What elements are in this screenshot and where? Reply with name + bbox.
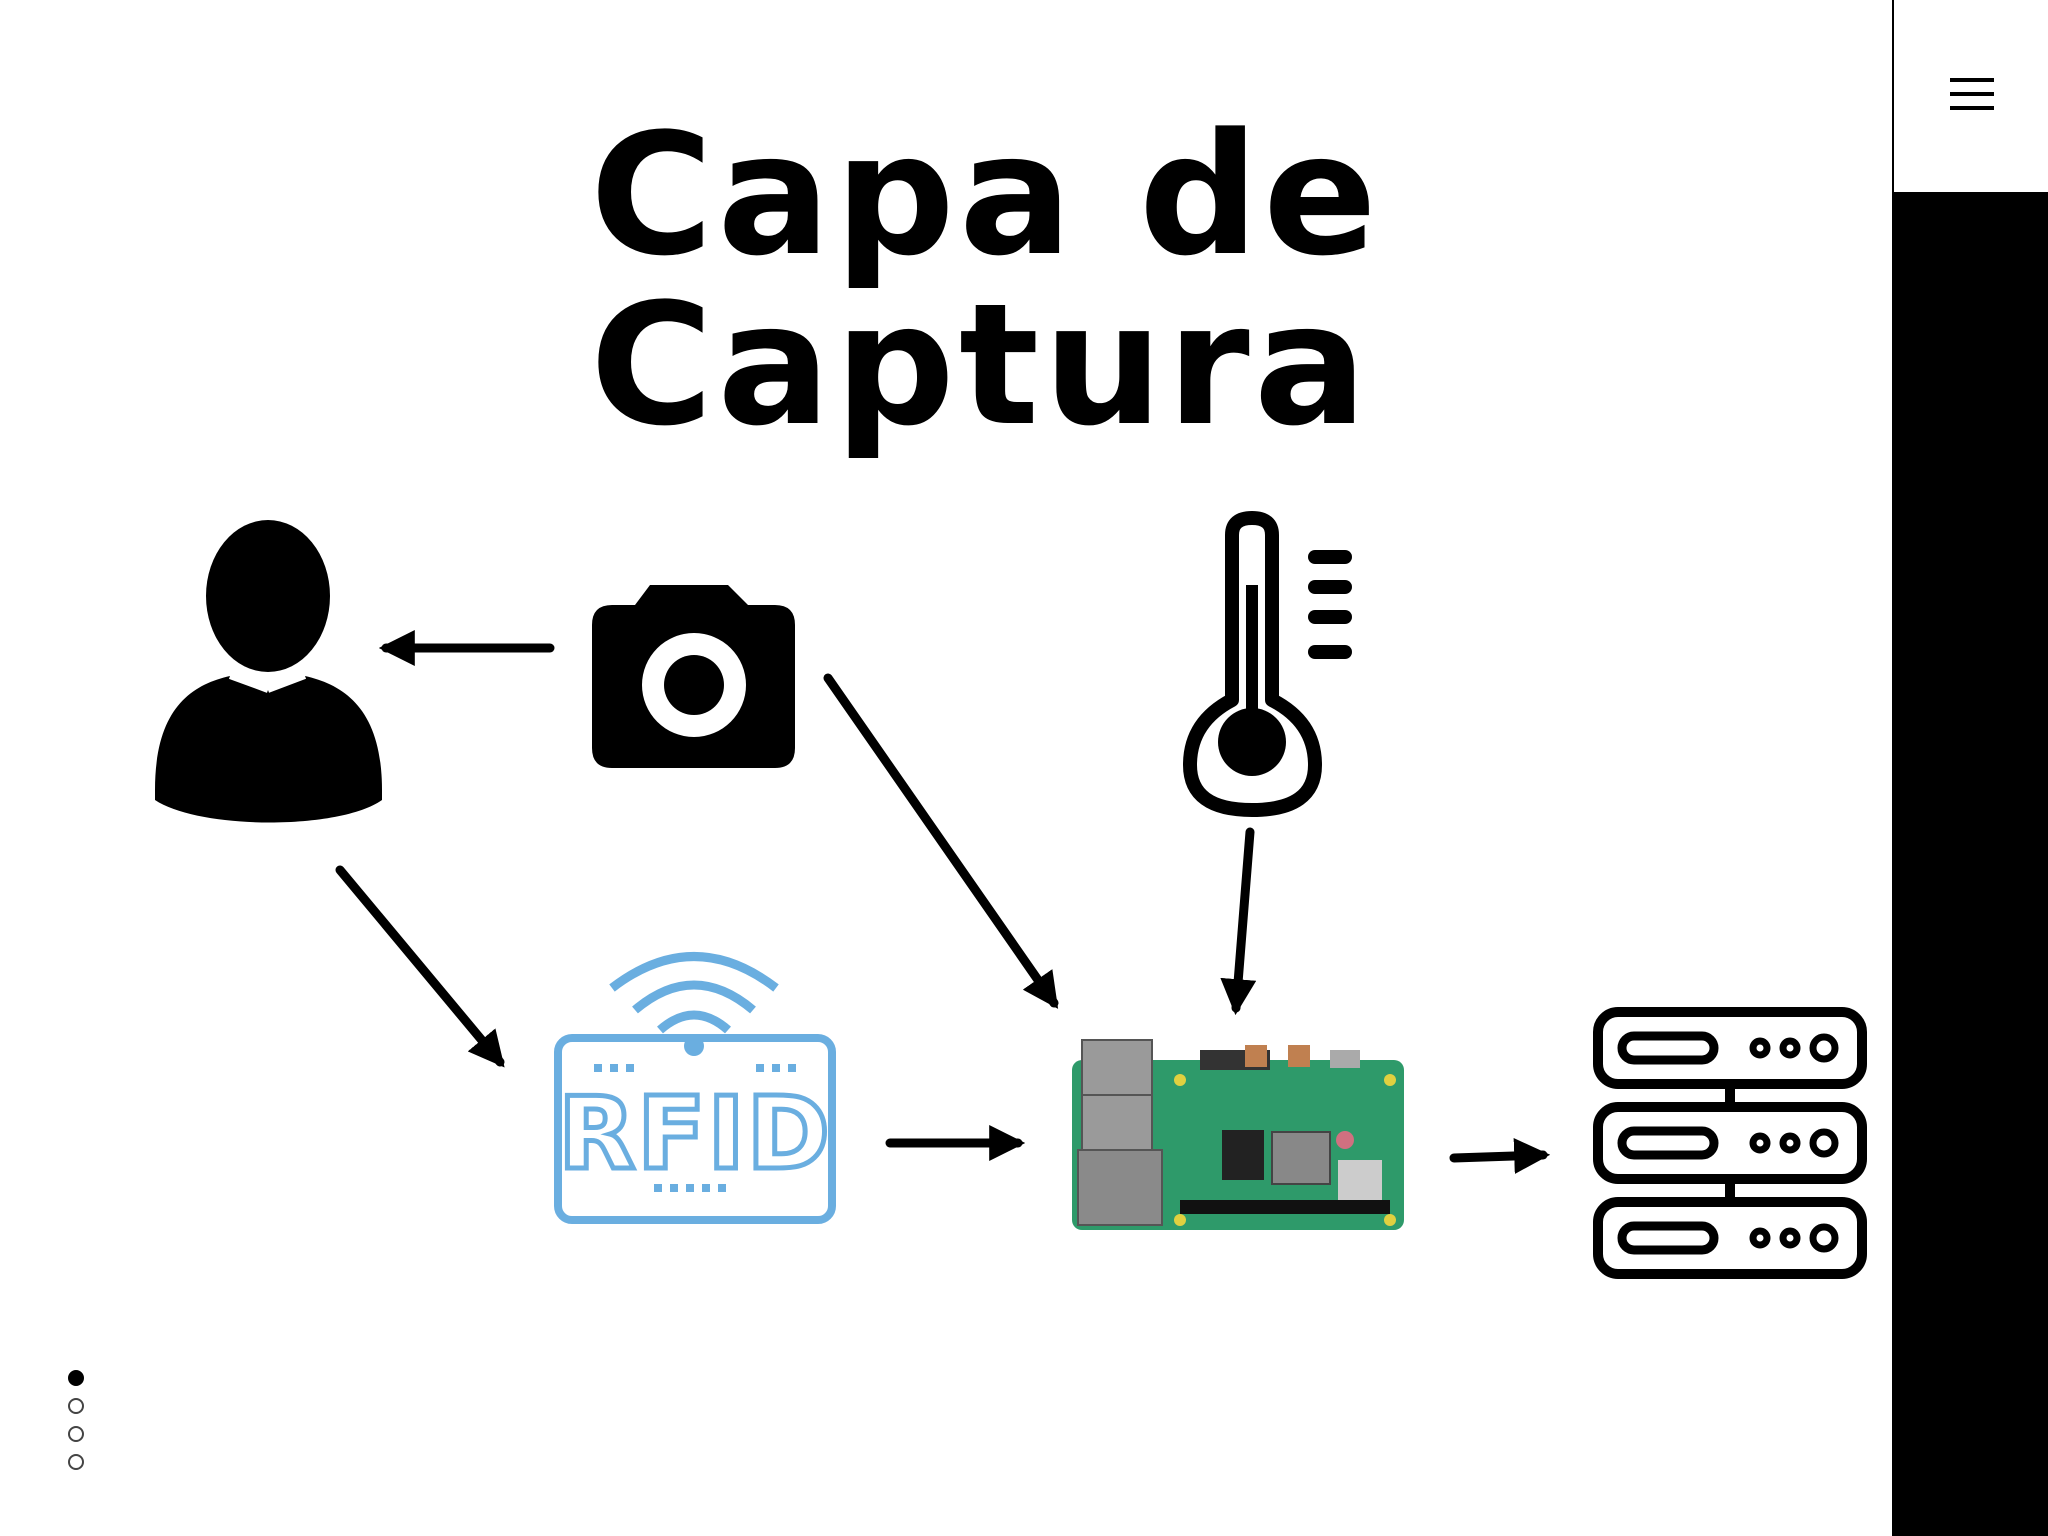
rfid-label: RFID <box>558 1075 832 1192</box>
rfid-reader-icon: RFID <box>554 952 836 1224</box>
thermometer-icon <box>1183 511 1352 817</box>
pagination-dot-1[interactable] <box>68 1370 84 1386</box>
arrow-thermometer-to-board <box>1220 827 1257 1016</box>
server-rack-icon <box>1593 1007 1867 1279</box>
camera-icon <box>592 585 795 768</box>
arrow-board-to-server <box>1449 1137 1551 1174</box>
pagination-dot-4[interactable] <box>68 1454 84 1470</box>
pagination-dot-2[interactable] <box>68 1398 84 1414</box>
arrow-person-to-rfid <box>335 865 505 1068</box>
pagination-dot-3[interactable] <box>68 1426 84 1442</box>
capture-layer-diagram: RFID <box>155 511 1867 1279</box>
slide-title: Capa de Captura <box>590 110 1490 450</box>
side-panel <box>1892 0 2048 1536</box>
title-line-1: Capa de <box>590 97 1381 293</box>
slide-pagination <box>68 1370 88 1482</box>
title-line-2: Captura <box>590 267 1372 463</box>
person-icon <box>155 520 382 823</box>
raspberry-pi-board <box>1072 1039 1404 1230</box>
menu-button[interactable] <box>1892 0 2048 192</box>
arrow-camera-to-board <box>823 673 1059 1009</box>
slide-canvas: Capa de Captura <box>68 110 1867 1482</box>
